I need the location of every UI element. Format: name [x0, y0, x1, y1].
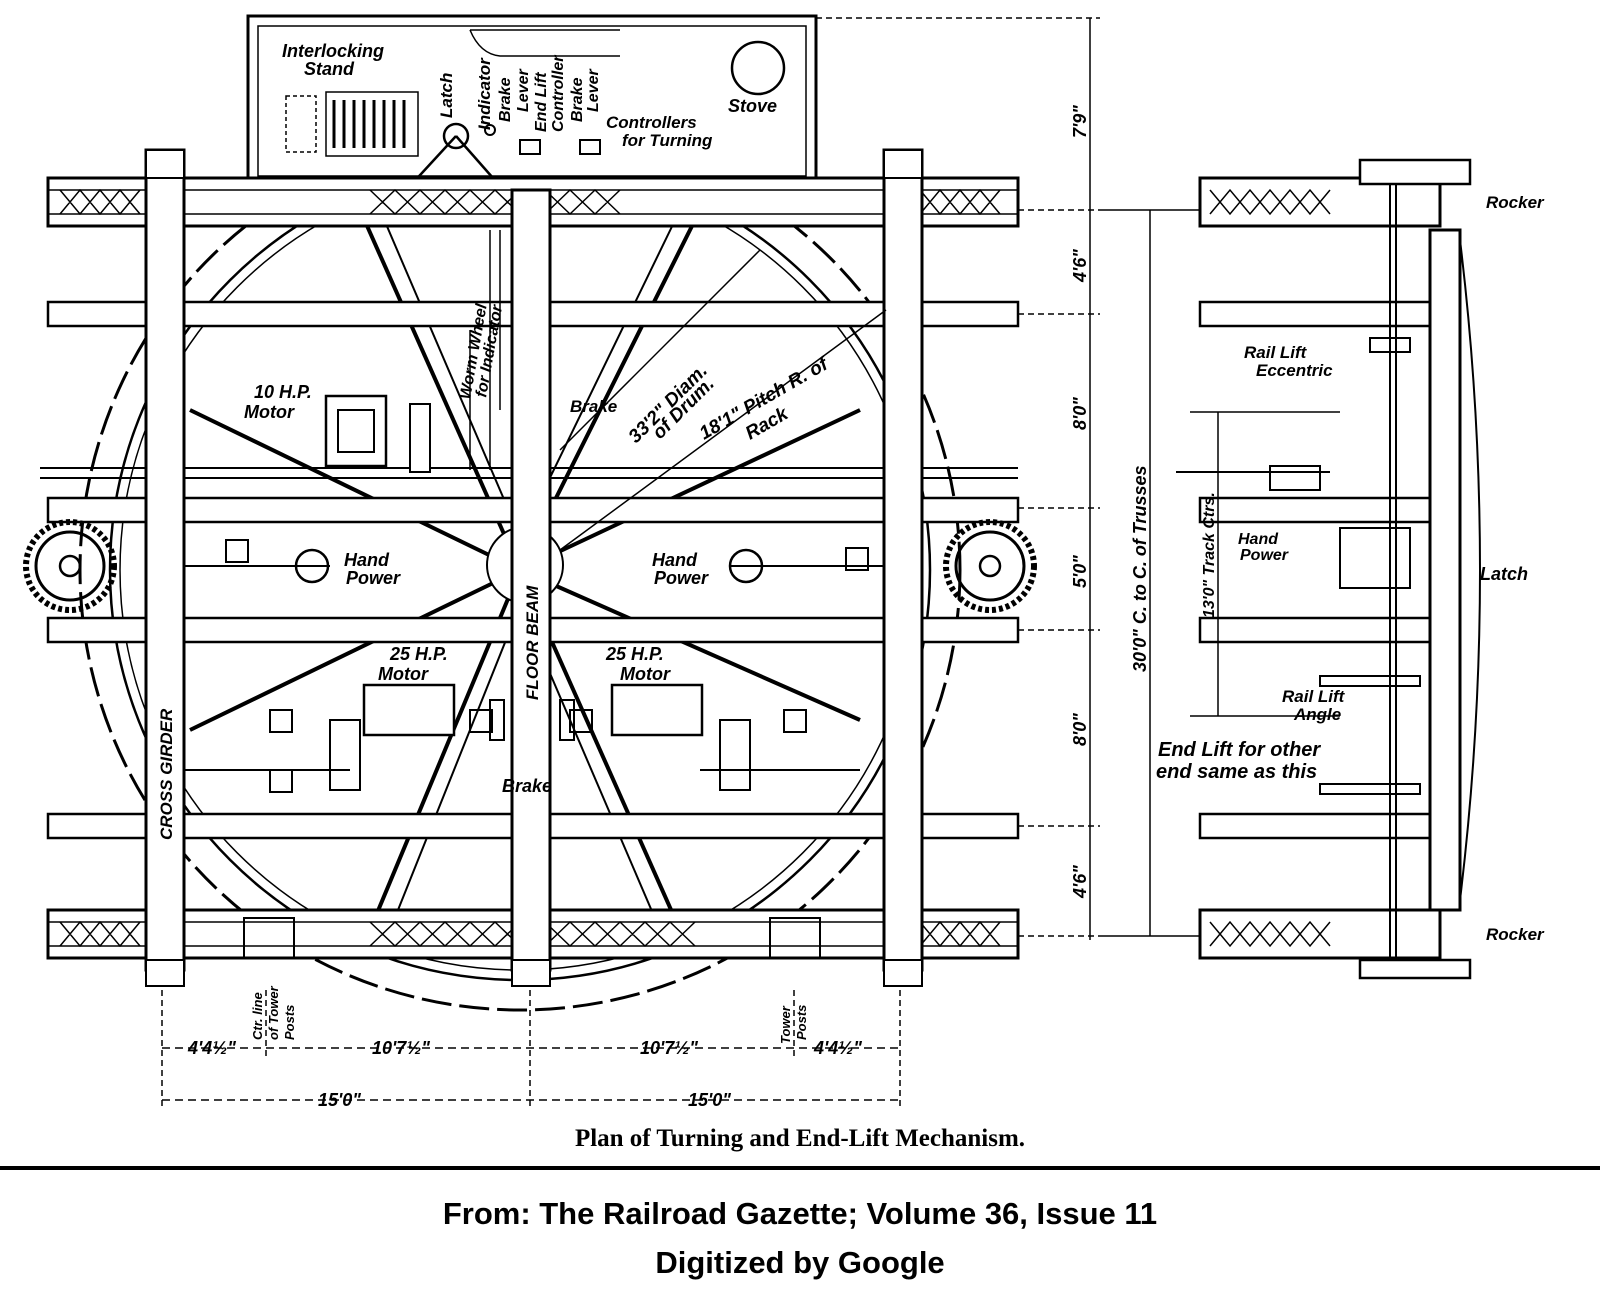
dim-v-6: 4'6": [1070, 865, 1090, 899]
label-track-ctrs: 13'0" Track Ctrs.: [1201, 492, 1218, 618]
dim-h-lower-1: 15'0": [318, 1090, 361, 1110]
label-cross-girder: CROSS GIRDER: [157, 708, 176, 840]
label-power-left: Power: [346, 568, 401, 588]
stove-icon: [730, 40, 786, 96]
label-stove: Stove: [728, 96, 777, 116]
girders: [144, 148, 924, 987]
label-25hp-left: 25 H.P.: [389, 644, 448, 664]
label-indicator: Indicator: [475, 57, 494, 130]
label-25hp-right: 25 H.P.: [605, 644, 664, 664]
label-hand-right: Hand: [652, 550, 698, 570]
dim-h-upper-1: 4'4½": [187, 1038, 236, 1058]
label-latch: Latch: [437, 73, 456, 118]
dim-h-lower-2: 15'0": [688, 1090, 731, 1110]
label-rocker-top: Rocker: [1486, 193, 1545, 212]
label-of-tower: of Tower: [266, 985, 281, 1040]
label-brake-lever-2b: Lever: [585, 69, 602, 112]
source-credit: From: The Railroad Gazette; Volume 36, I…: [442, 1196, 1158, 1231]
dim-v-2: 4'6": [1070, 249, 1090, 283]
label-hand-left: Hand: [344, 550, 390, 570]
dim-v-1: 7'9": [1070, 105, 1090, 138]
drawing-caption: Plan of Turning and End-Lift Mechanism.: [575, 1125, 1025, 1152]
label-hand-side: Hand: [1238, 531, 1279, 548]
label-controllers: Controllers: [606, 113, 697, 132]
label-tower-posts: Posts: [794, 1005, 809, 1040]
label-motor-right: Motor: [620, 664, 671, 684]
label-power-side: Power: [1240, 547, 1289, 564]
latch-wheel-icon: [442, 122, 470, 150]
label-for-turning: for Turning: [622, 131, 713, 150]
dimension-lines: [161, 17, 1340, 1110]
label-end-same: end same as this: [1156, 761, 1317, 783]
dim-h-upper-4: 4'4½": [813, 1038, 862, 1058]
labels: Interlocking Stand Latch Indicator Brake…: [157, 41, 1545, 1152]
label-brake-lever-1b: Lever: [515, 69, 532, 112]
label-rocker-bottom: Rocker: [1486, 925, 1545, 944]
label-motor-left: Motor: [378, 664, 429, 684]
label-10hp-motor: Motor: [244, 402, 295, 422]
label-brake-lever-1a: Brake: [497, 77, 514, 122]
label-interlocking: Interlocking: [282, 41, 384, 61]
label-rail-lift: Rail Lift: [1244, 343, 1308, 362]
label-latch-right: Latch: [1480, 564, 1528, 584]
label-power-right: Power: [654, 568, 709, 588]
label-floor-beam: FLOOR BEAM: [523, 585, 542, 700]
dim-h-upper-2: 10'7½": [372, 1038, 430, 1058]
separator-rule: [0, 1166, 1600, 1170]
dim-v-4: 5'0": [1070, 555, 1090, 588]
label-brake-upper: Brake: [570, 397, 617, 416]
side-elevation: [1176, 158, 1481, 980]
dim-v-5: 8'0": [1070, 713, 1090, 746]
end-gears: [23, 519, 1037, 613]
label-rail-lift-angle: Rail Lift: [1282, 687, 1346, 706]
dim-h-upper-3: 10'7½": [640, 1038, 698, 1058]
label-10hp: 10 H.P.: [254, 382, 312, 402]
label-ctr-line: Ctr. line: [250, 992, 265, 1040]
label-brake-lower: Brake: [502, 776, 552, 796]
digitized-credit: Digitized by Google: [655, 1245, 945, 1280]
label-angle: Angle: [1293, 705, 1341, 724]
label-posts: Posts: [282, 1005, 297, 1040]
label-end-lift-other: End Lift for other: [1158, 739, 1321, 761]
label-brake-lever-2a: Brake: [569, 77, 586, 122]
label-tower: Tower: [778, 1005, 793, 1044]
label-eccentric: Eccentric: [1256, 361, 1333, 380]
dim-v-3: 8'0": [1070, 397, 1090, 430]
mechanism-plan-drawing: Interlocking Stand Latch Indicator Brake…: [23, 14, 1545, 1152]
label-stand: Stand: [304, 59, 355, 79]
label-trusses: 30'0" C. to C. of Trusses: [1130, 465, 1150, 672]
motors-and-shafts: [184, 230, 887, 793]
label-end-lift-b: Controller: [550, 55, 567, 132]
label-end-lift-a: End Lift: [533, 72, 550, 132]
